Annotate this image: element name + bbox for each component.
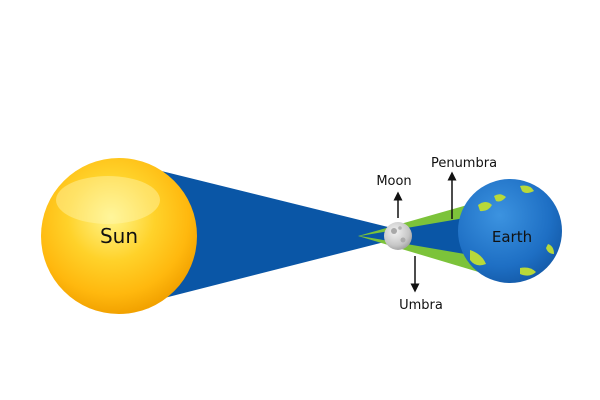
earth: Earth bbox=[458, 179, 562, 283]
sun: Sun bbox=[41, 158, 197, 314]
moon-disc bbox=[384, 222, 412, 250]
moon bbox=[384, 222, 412, 250]
moon-crater bbox=[391, 228, 397, 234]
umbra-label: Umbra bbox=[399, 298, 443, 313]
earth-land bbox=[546, 244, 554, 254]
sun-shadow-cone bbox=[125, 162, 400, 308]
earth-label: Earth bbox=[492, 228, 532, 246]
sun-label: Sun bbox=[100, 224, 138, 248]
umbra-region bbox=[360, 214, 488, 258]
sun-disc bbox=[41, 158, 197, 314]
moon-crater bbox=[400, 237, 406, 243]
earth-land bbox=[494, 194, 506, 202]
earth-land bbox=[520, 267, 536, 276]
earth-land bbox=[478, 202, 492, 212]
moon-crater bbox=[398, 226, 402, 230]
penumbra-label: Penumbra bbox=[431, 156, 497, 171]
moon-label: Moon bbox=[376, 174, 411, 189]
sun-highlight bbox=[56, 176, 160, 224]
earth-land bbox=[520, 185, 534, 193]
earth-land bbox=[470, 250, 486, 266]
